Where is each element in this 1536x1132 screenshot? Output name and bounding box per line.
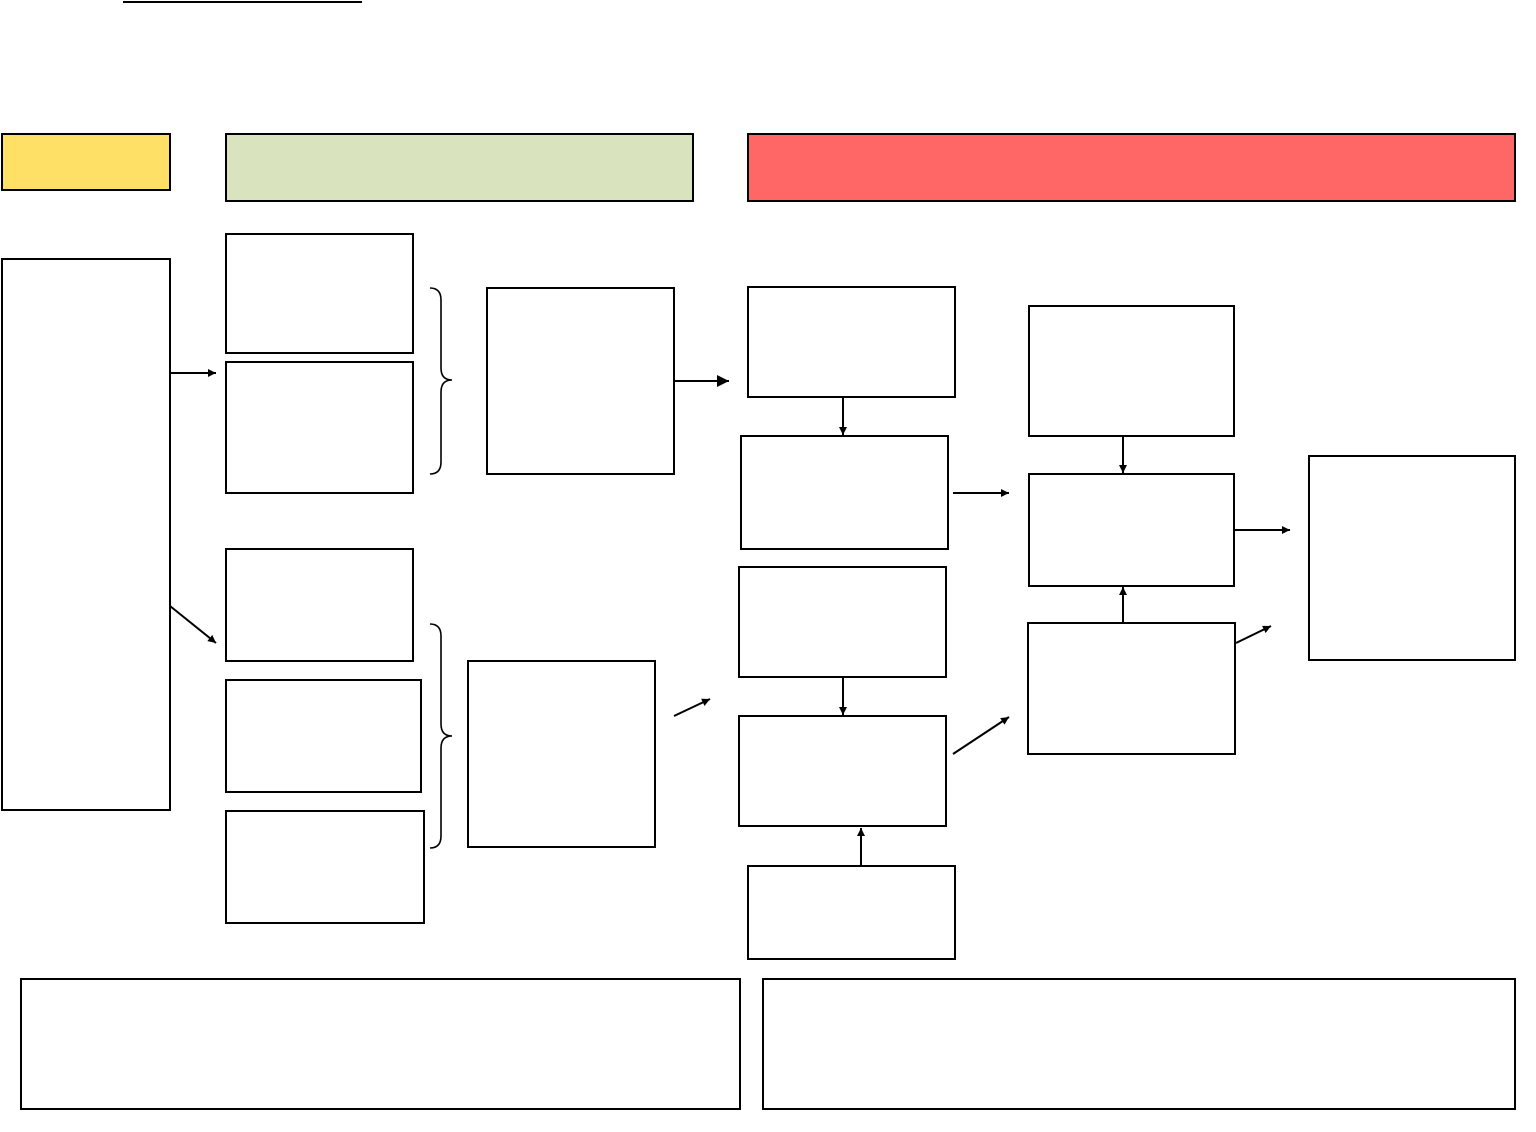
- arrow-lower-summary-to-stage3: [673, 698, 711, 717]
- stage4-box-3: [1027, 622, 1236, 755]
- upper-summary-box: [486, 287, 675, 475]
- bottom-note-box-right: [762, 978, 1516, 1110]
- outcome-box: [1308, 455, 1516, 661]
- stage3-box-5: [747, 865, 956, 960]
- source-box: [1, 258, 171, 811]
- arrow-stage4-box3-to-outcome: [1235, 625, 1272, 644]
- bottom-note-box-left: [20, 978, 741, 1110]
- lower-group-box-3: [225, 810, 425, 924]
- stage3-box-1: [747, 286, 956, 398]
- upper-group-box-2: [225, 361, 414, 494]
- stage3-box-3: [738, 566, 947, 678]
- stage-2-header: [225, 133, 694, 202]
- stage-1-header: [1, 133, 171, 191]
- upper-group-brace: [429, 287, 453, 475]
- stage3-box-4: [738, 715, 947, 827]
- lower-group-box-1: [225, 548, 414, 662]
- lower-group-brace: [429, 623, 453, 849]
- arrow-source-to-lower: [169, 605, 217, 644]
- upper-group-box-1: [225, 233, 414, 354]
- lower-summary-box: [467, 660, 656, 848]
- stage3-box-2: [740, 435, 949, 550]
- stage-3-header: [747, 133, 1516, 202]
- arrow-stage3-box4-to-stage4: [952, 716, 1010, 755]
- stage4-box-1: [1028, 305, 1235, 437]
- lower-group-box-2: [225, 679, 422, 793]
- stage4-box-2: [1028, 473, 1235, 587]
